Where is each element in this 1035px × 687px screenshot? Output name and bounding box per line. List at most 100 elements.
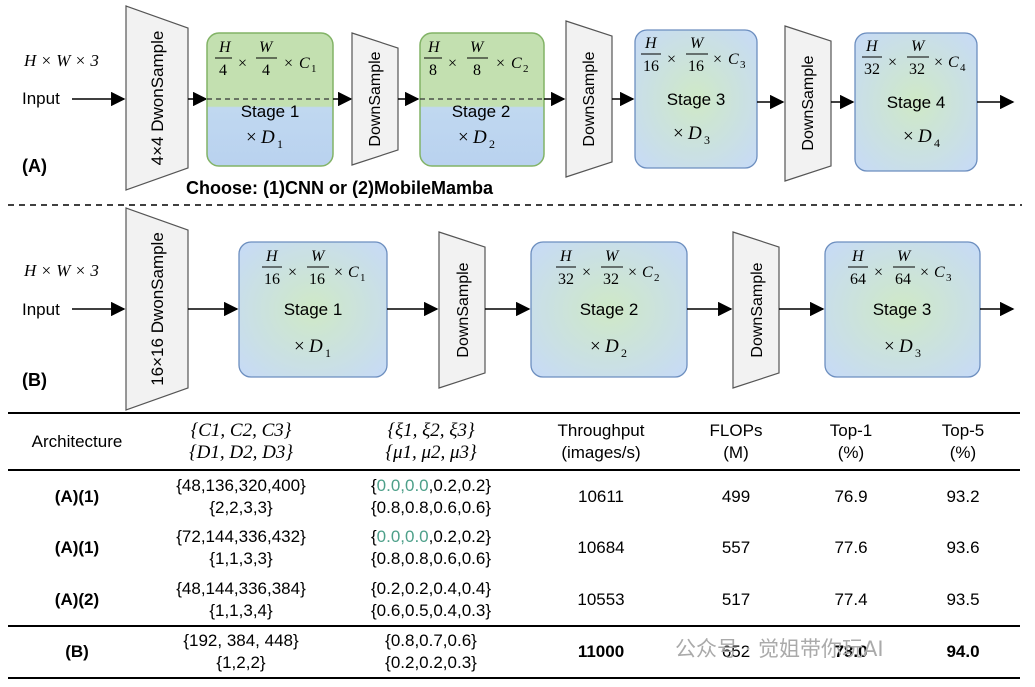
svg-text:W: W (605, 248, 620, 265)
a-input-label: Input (22, 89, 60, 108)
svg-text:3: 3 (946, 272, 952, 284)
svg-text:C: C (934, 264, 945, 281)
svg-text:C: C (642, 264, 653, 281)
svg-text:×: × (673, 123, 684, 144)
svg-text:W: W (911, 38, 926, 55)
a-stage-1-name: Stage 1 (241, 102, 300, 121)
svg-text:×: × (628, 264, 637, 281)
b-label: (B) (22, 370, 47, 390)
a-input-dims: H × W × 3 (23, 51, 99, 70)
svg-text:×: × (903, 126, 914, 147)
svg-text:×: × (284, 55, 293, 72)
b-input-label: Input (22, 300, 60, 319)
header-d-set: {D1, D2, D3} (189, 441, 293, 463)
header-flops: FLOPs (M) (709, 420, 763, 462)
svg-text:W: W (897, 248, 912, 265)
b-stage-3-name: Stage 3 (873, 300, 932, 319)
svg-text:H: H (265, 248, 279, 265)
a-label: (A) (22, 156, 47, 176)
row-top5: 93.2 (946, 486, 980, 506)
svg-text:1: 1 (325, 346, 331, 360)
header-throughput: Throughput (images/s) (557, 420, 645, 462)
b-stage-3-depth: × D 3 (884, 336, 921, 360)
table-row: (A)(1) {48,136,320,400}{2,2,3,3} {0.0,0.… (8, 470, 1020, 522)
svg-text:×: × (667, 51, 676, 68)
a-downsample-2-block (565, 20, 613, 178)
svg-text:4: 4 (934, 136, 940, 150)
svg-text:D: D (604, 336, 619, 357)
a-first-downsample-label: 4×4 DwonSample (148, 31, 167, 166)
a-stage-3-name: Stage 3 (667, 90, 726, 109)
a-downsample-1-label: DownSample (367, 51, 384, 146)
svg-text:H: H (218, 39, 232, 56)
svg-text:D: D (472, 127, 487, 148)
b-downsample-1-label: DownSample (455, 262, 472, 357)
row-xi-mu: {0.8,0.7,0.6}{0.2,0.2,0.3} (385, 631, 477, 672)
svg-text:3: 3 (915, 346, 921, 360)
svg-text:4: 4 (262, 62, 270, 79)
b-first-downsample-block (125, 207, 189, 411)
svg-text:×: × (294, 336, 305, 357)
svg-text:D: D (308, 336, 323, 357)
a-stage-3-depth: × D 3 (673, 123, 710, 147)
svg-text:3: 3 (704, 133, 710, 147)
table-header-row: Architecture {C1, C2, C3} {D1, D2, D3} {… (8, 413, 1020, 470)
svg-text:×: × (934, 54, 943, 71)
b-first-downsample-label: 16×16 DwonSample (148, 232, 167, 386)
svg-text:C: C (948, 54, 959, 71)
a-downsample-1-block (351, 32, 399, 166)
svg-text:2: 2 (523, 63, 529, 75)
svg-text:W: W (690, 35, 705, 52)
watermark: 公众号 · 觉姐带你玩AI (675, 637, 884, 661)
header-top5: Top-5 (%) (941, 420, 985, 462)
svg-text:1: 1 (277, 137, 283, 151)
svg-text:×: × (582, 264, 591, 281)
row-throughput: 10553 (577, 589, 625, 609)
svg-text:C: C (728, 51, 739, 68)
a-stage-4-depth: × D 4 (903, 126, 940, 150)
header-c-set: {C1, C2, C3} (190, 419, 292, 441)
row-architecture: (B) (65, 642, 89, 661)
a-downsample-3-block (784, 25, 832, 182)
a-downsample-2-label: DownSample (581, 51, 598, 146)
a-first-downsample-block (125, 5, 189, 191)
row-throughput: 10611 (577, 486, 624, 506)
svg-text:D: D (917, 126, 932, 147)
row-architecture: (A)(1) (54, 486, 100, 506)
svg-text:×: × (888, 54, 897, 71)
row-top5: 93.6 (946, 538, 980, 557)
a-stage-3-dims: H 16 × W 16 × C 3 (641, 35, 746, 75)
a-stage-1-dims: 4 H 4 × W 4 × C 1 (215, 39, 317, 79)
row-top1: 77.6 (834, 538, 868, 557)
svg-text:D: D (687, 123, 702, 144)
svg-text:×: × (246, 127, 257, 148)
svg-text:H: H (865, 38, 879, 55)
a-stage-2-name: Stage 2 (452, 102, 511, 121)
svg-text:4: 4 (219, 62, 227, 79)
b-stage-2-depth: × D 2 (590, 336, 627, 360)
row-xi-mu: {0.0,0.0,0.2,0.2}{0.8,0.8,0.6,0.6} (370, 527, 492, 568)
header-mu-set: {μ1, μ2, μ3} (385, 441, 477, 463)
svg-text:×: × (496, 55, 505, 72)
svg-text:2: 2 (654, 272, 660, 284)
row-xi-mu: {0.2,0.2,0.4,0.4}{0.6,0.5,0.4,0.3} (370, 578, 492, 620)
svg-text:1: 1 (360, 272, 366, 284)
svg-text:H: H (427, 39, 441, 56)
row-top1: 78.0 (834, 642, 868, 661)
header-xi-mu-sets: {ξ1, ξ2, ξ3} {μ1, μ2, μ3} (336, 413, 526, 470)
table-row: (B) {192, 384, 448}{1,2,2} {0.8,0.7,0.6}… (8, 626, 1020, 678)
svg-text:×: × (288, 264, 297, 281)
row-flops: 557 (721, 538, 751, 557)
header-architecture: Architecture (31, 431, 123, 451)
b-stage-1-depth: × D 1 (294, 336, 331, 360)
svg-text:3: 3 (740, 59, 746, 71)
row-xi-mu: {0.0,0.0,0.2,0.2}{0.8,0.8,0.6,0.6} (370, 475, 492, 517)
svg-text:8: 8 (473, 62, 481, 79)
svg-text:32: 32 (864, 61, 880, 78)
svg-text:32: 32 (603, 271, 619, 288)
svg-text:64: 64 (895, 271, 911, 288)
row-architecture: (A)(1) (54, 538, 100, 557)
a-stage-1-depth: × D 1 (246, 127, 283, 151)
row-top1: 76.9 (834, 486, 868, 506)
svg-text:×: × (458, 127, 469, 148)
